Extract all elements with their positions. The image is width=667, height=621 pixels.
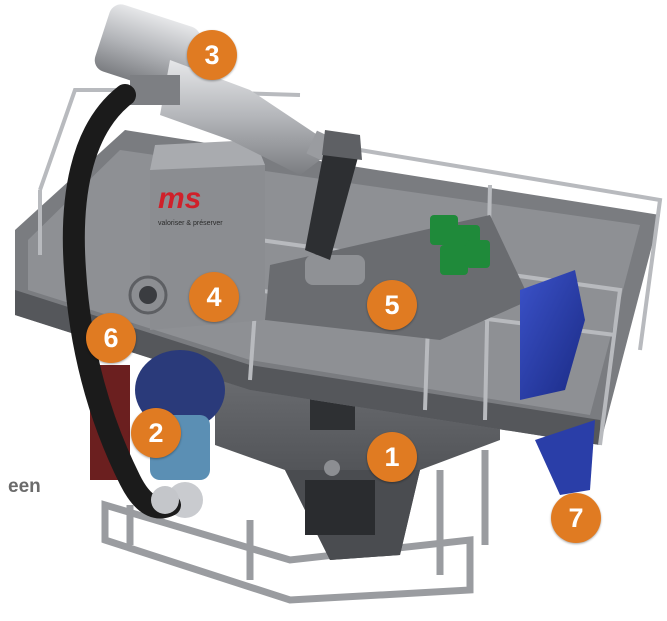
callout-2: 2 — [131, 408, 181, 458]
partial-label: een — [8, 476, 41, 497]
callout-4: 4 — [189, 272, 239, 322]
blue-drive — [520, 270, 595, 495]
callout-5: 5 — [367, 280, 417, 330]
feed-hose — [62, 84, 181, 519]
vibrator-motors — [430, 215, 490, 275]
base-frame — [101, 450, 489, 604]
hydrocyclone — [94, 4, 354, 175]
callout-3: 3 — [187, 30, 237, 80]
port-flange — [128, 275, 168, 315]
brand-logo: ms valoriser & préserver — [158, 182, 223, 227]
overflow-pipe — [305, 130, 362, 260]
callout-1: 1 — [367, 432, 417, 482]
logo-text: ms — [158, 182, 201, 215]
callout-6: 6 — [86, 313, 136, 363]
callout-7: 7 — [551, 493, 601, 543]
logo-tagline: valoriser & préserver — [158, 220, 223, 227]
